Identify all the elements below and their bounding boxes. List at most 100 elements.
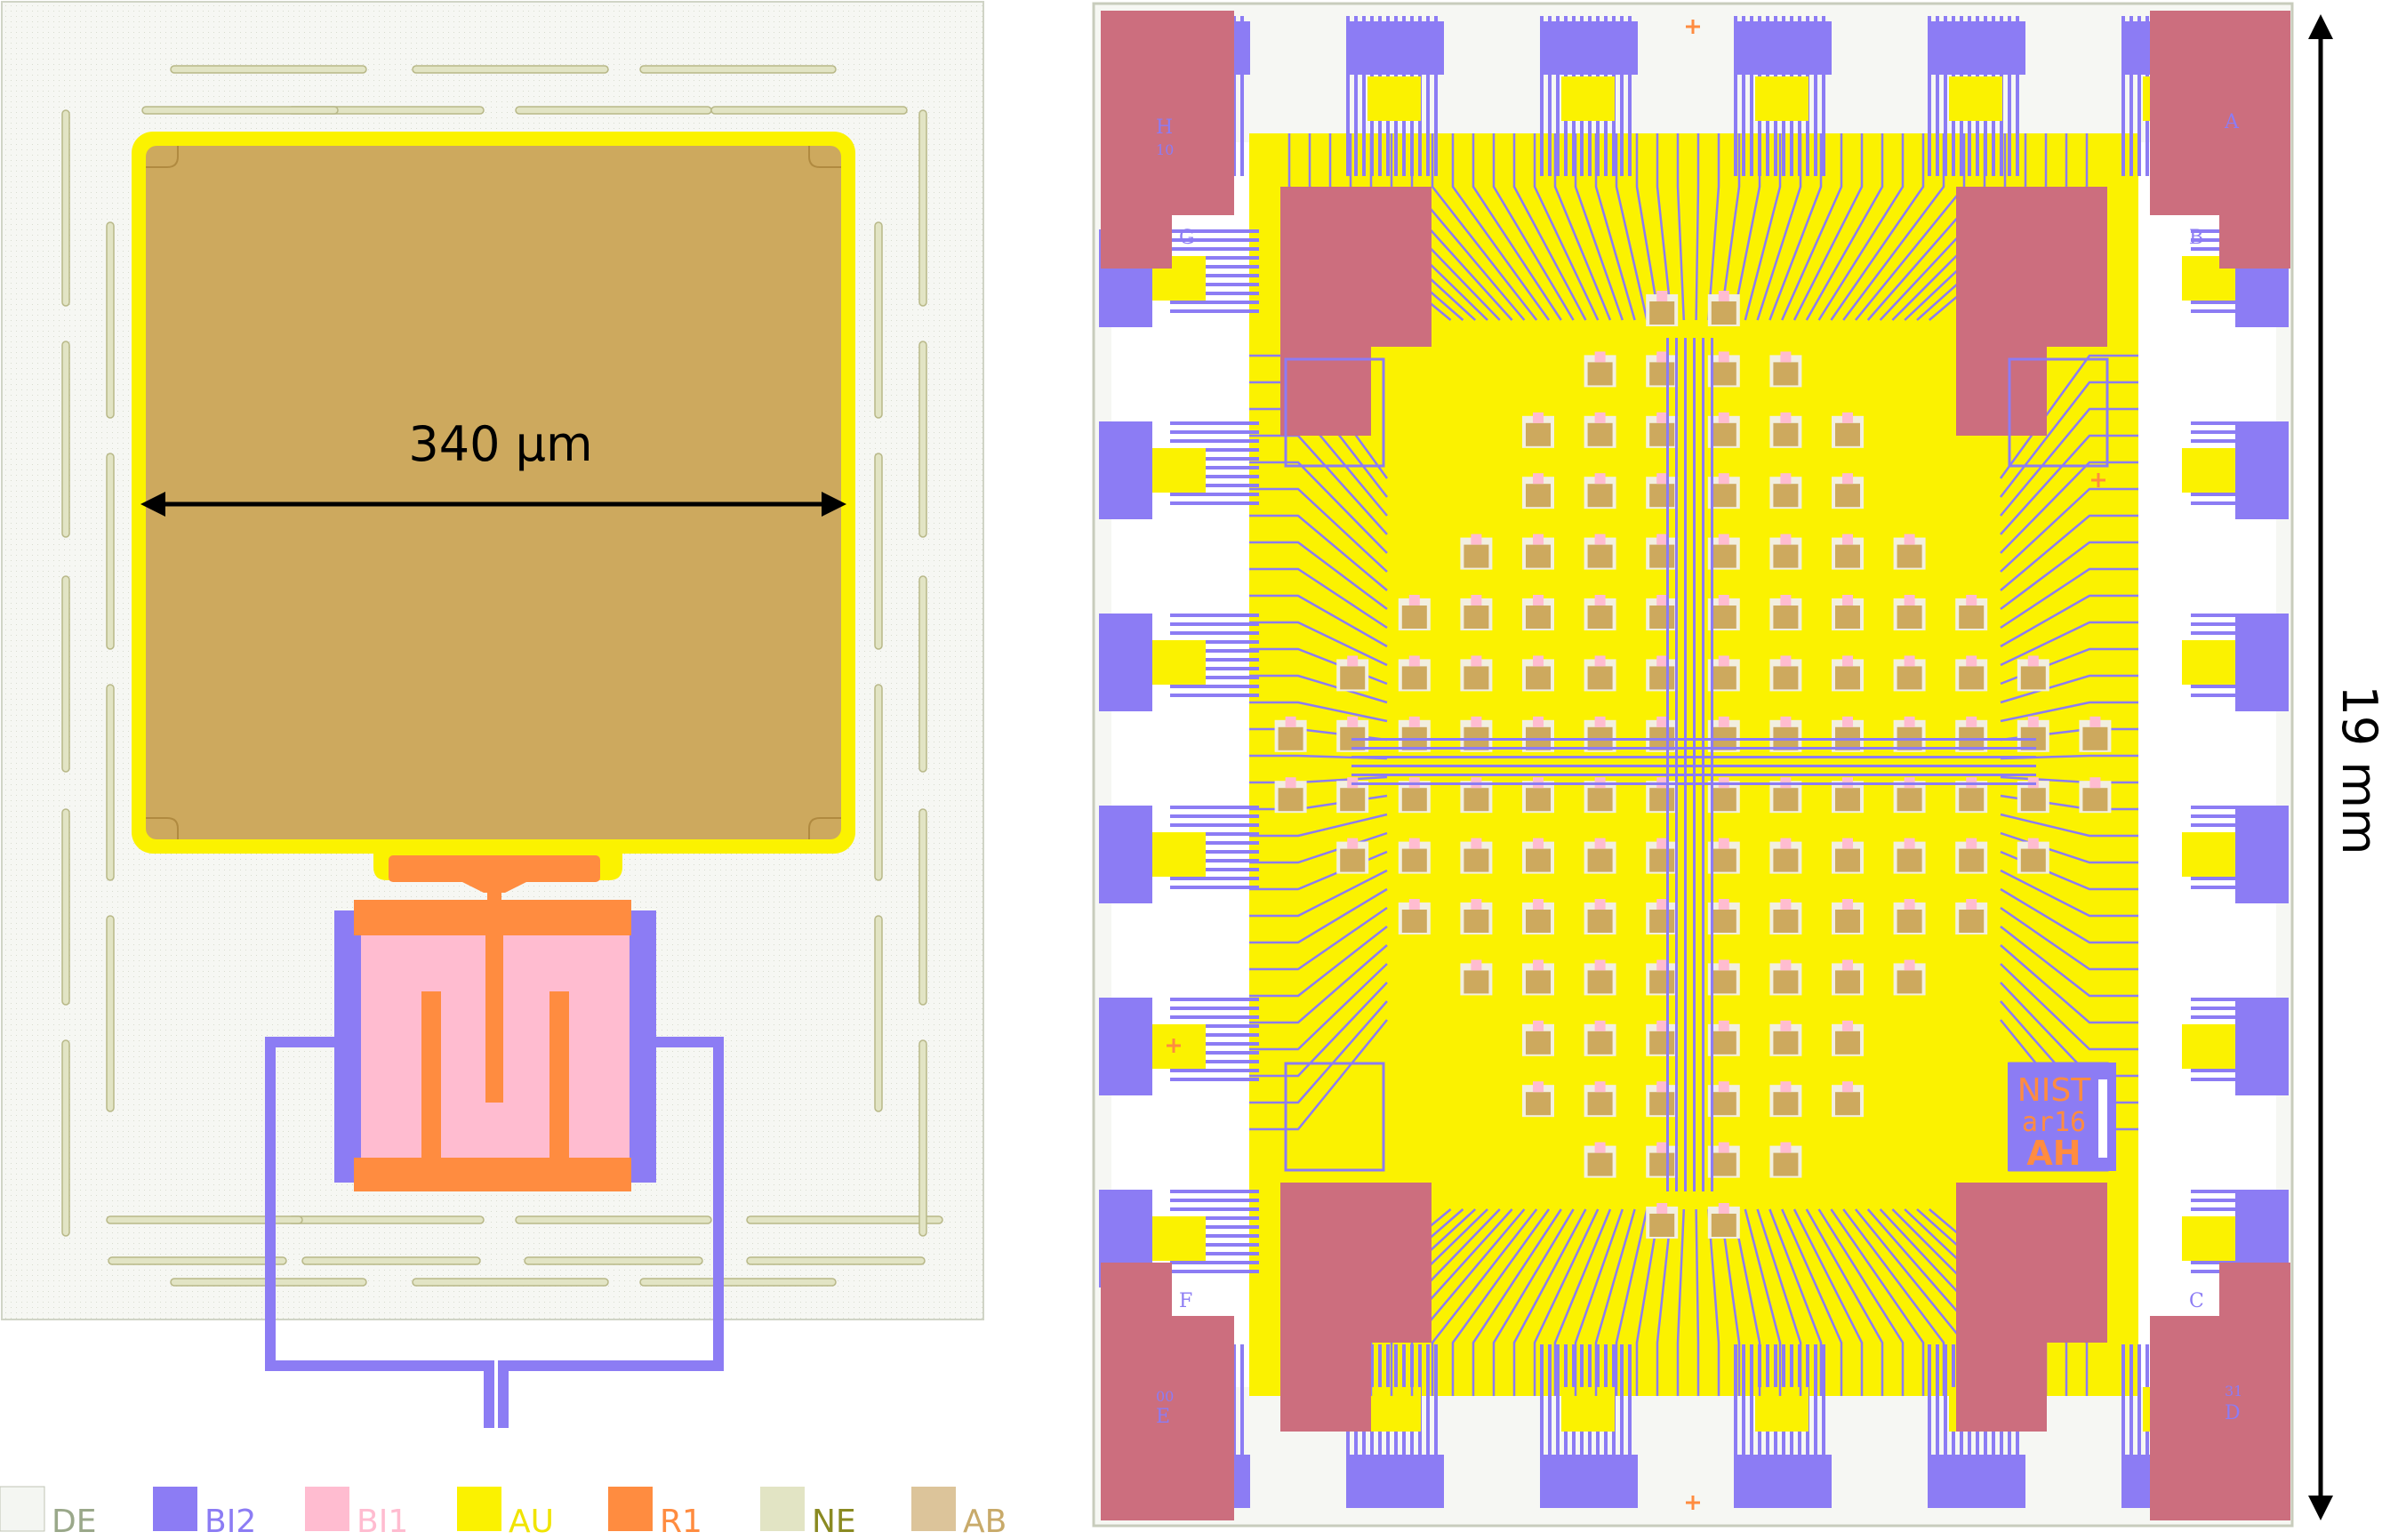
- bond-pad-bank: [1928, 21, 2025, 75]
- pixel-absorber: [1526, 484, 1551, 508]
- pixel-tes: [1780, 1081, 1792, 1093]
- bias-trace: [2121, 16, 2125, 176]
- pixel-absorber: [1464, 910, 1489, 933]
- pixel-absorber: [1959, 848, 1985, 872]
- bias-trace: [1822, 16, 1825, 176]
- pixel-absorber: [1711, 848, 1736, 872]
- pixel-absorber: [1711, 362, 1736, 386]
- height-dimension-arrow: [2308, 14, 2333, 1520]
- ne-slot: [918, 341, 927, 538]
- bias-trace: [1556, 1344, 1560, 1504]
- ne-slot: [170, 65, 367, 74]
- pixel-absorber: [1835, 422, 1860, 446]
- radial-trace: [1830, 133, 1925, 321]
- bias-trace: [1742, 1344, 1745, 1504]
- pixel-tes: [1718, 351, 1729, 363]
- bias-trace: [1170, 457, 1259, 461]
- pixel-tes: [1594, 1142, 1606, 1153]
- pixel-absorber: [1711, 422, 1736, 446]
- column-trace: [1702, 338, 1704, 1191]
- radial-trace: [1472, 133, 1562, 321]
- bond-pad: [1101, 1263, 1172, 1520]
- legend-item-ab: AB: [911, 1487, 1007, 1540]
- chip-logo: NIST ar16 AH: [2008, 1063, 2116, 1173]
- legend-swatch: [305, 1487, 349, 1531]
- ne-slot: [524, 1256, 703, 1265]
- pixel-absorber: [1526, 848, 1551, 872]
- pixel-absorber: [1835, 848, 1860, 872]
- pixel-tes: [1904, 533, 1915, 545]
- pixel-tes: [1780, 412, 1792, 423]
- pixel-absorber: [1464, 606, 1489, 629]
- pixel-tes: [1408, 838, 1420, 849]
- pixel-absorber: [1711, 788, 1736, 812]
- pixel-tes: [1842, 716, 1853, 727]
- legend-swatch: [457, 1487, 501, 1531]
- bias-trace: [1628, 1344, 1632, 1504]
- ne-slots: [61, 65, 943, 1287]
- pixel-tes: [1718, 1081, 1729, 1093]
- bias-trace: [1556, 16, 1560, 176]
- gold-pad: [1561, 76, 1615, 121]
- bias-trace: [1750, 1344, 1753, 1504]
- quadrant-label-d: D: [2225, 1402, 2241, 1424]
- corner-bond-pads: [1101, 11, 2290, 1520]
- pixel-tes: [1471, 838, 1482, 849]
- pixel-tes: [1471, 655, 1482, 667]
- pixel-tes: [2089, 777, 2101, 789]
- radial-trace: [1533, 133, 1600, 321]
- pixel-tes: [1904, 899, 1915, 910]
- pixel-absorber: [1835, 970, 1860, 994]
- pixel-tes: [1594, 533, 1606, 545]
- pixel-absorber: [1835, 666, 1860, 690]
- pixel-absorber: [1649, 666, 1675, 690]
- pixel-tes: [1966, 899, 1977, 910]
- radial-trace: [1695, 133, 1700, 321]
- pixel-tes: [1594, 838, 1606, 849]
- pixel-absorber: [1649, 362, 1675, 386]
- radial-trace: [1756, 1208, 1802, 1396]
- pixel-tes: [1718, 412, 1729, 423]
- pixel-tes: [1347, 838, 1359, 849]
- radial-trace: [1249, 813, 1388, 838]
- bias-trace: [1170, 1007, 1259, 1010]
- pixel-absorber: [1278, 726, 1303, 750]
- pixel-absorber: [1587, 1031, 1613, 1055]
- ne-slot: [918, 109, 927, 307]
- bias-trace: [1170, 430, 1259, 434]
- pixel-tes: [1594, 595, 1606, 606]
- pixel-absorber: [1649, 1152, 1675, 1176]
- pixel-absorber: [1835, 1092, 1860, 1116]
- bond-pad-bank: [1099, 614, 1152, 711]
- pixel-absorber: [2020, 788, 2046, 812]
- pixel-absorber: [1773, 484, 1799, 508]
- radial-trace: [1451, 1208, 1551, 1396]
- r1-tab-taper: [462, 882, 526, 893]
- ne-slot: [106, 915, 115, 1112]
- bias-trace: [1170, 229, 1259, 233]
- radial-trace: [2000, 594, 2138, 648]
- pixel-tes: [1656, 473, 1668, 485]
- gold-pad: [1152, 832, 1206, 877]
- legend-label: NE: [812, 1504, 856, 1540]
- bias-trace: [1354, 16, 1358, 176]
- bias-trace: [1346, 16, 1350, 176]
- bi2-lead-left: [265, 1037, 494, 1428]
- legend-item-ne: NE: [760, 1487, 856, 1540]
- ne-slot: [412, 65, 609, 74]
- pixel-absorber: [1649, 1092, 1675, 1116]
- radial-trace: [2000, 963, 2138, 1051]
- bi2-bar-left: [334, 910, 365, 1183]
- legend-label: R1: [660, 1504, 702, 1540]
- pixel-absorber: [1959, 666, 1985, 690]
- pixel-absorber: [1711, 544, 1736, 568]
- ne-slot: [61, 341, 70, 538]
- radial-trace: [1249, 926, 1388, 998]
- pixel-absorber: [1278, 788, 1303, 812]
- center-cross-traces: [1351, 338, 2036, 1191]
- width-dimension-arrow: [140, 492, 846, 517]
- radial-trace: [1656, 1208, 1673, 1396]
- ne-slot: [106, 453, 115, 650]
- bias-trace: [2121, 1344, 2125, 1504]
- pixel-tes: [1533, 473, 1544, 485]
